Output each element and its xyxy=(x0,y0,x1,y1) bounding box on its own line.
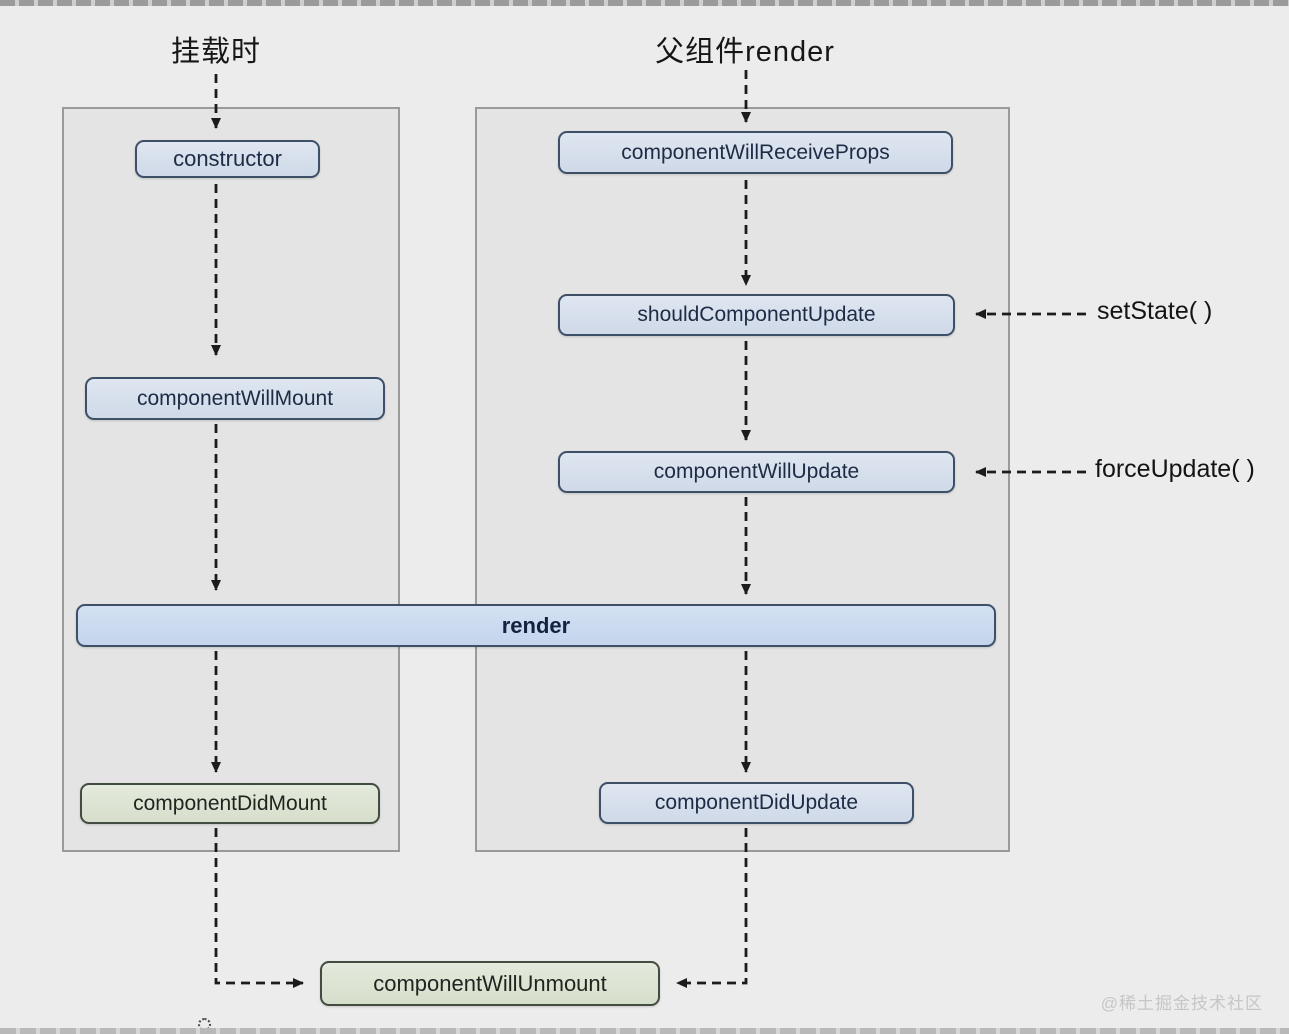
node-component-did-mount: componentDidMount xyxy=(80,783,380,824)
bottom-divider xyxy=(0,1028,1289,1034)
node-component-will-unmount: componentWillUnmount xyxy=(320,961,660,1006)
node-render: render xyxy=(76,604,996,647)
heading-mount: 挂载时 xyxy=(170,36,261,68)
heading-parent-render: 父组件render xyxy=(655,36,835,68)
node-component-will-receive-props: componentWillReceiveProps xyxy=(558,131,953,174)
node-component-did-update: componentDidUpdate xyxy=(599,782,914,824)
node-constructor: constructor xyxy=(135,140,320,178)
node-component-will-mount: componentWillMount xyxy=(85,377,385,420)
watermark: @稀土掘金技术社区 xyxy=(1100,994,1263,1013)
label-force-update: forceUpdate( ) xyxy=(1095,455,1255,483)
top-divider xyxy=(0,0,1289,6)
label-set-state: setState( ) xyxy=(1097,297,1213,325)
mount-phase-panel xyxy=(62,107,400,852)
node-should-component-update: shouldComponentUpdate xyxy=(558,294,955,336)
node-component-will-update: componentWillUpdate xyxy=(558,451,955,493)
